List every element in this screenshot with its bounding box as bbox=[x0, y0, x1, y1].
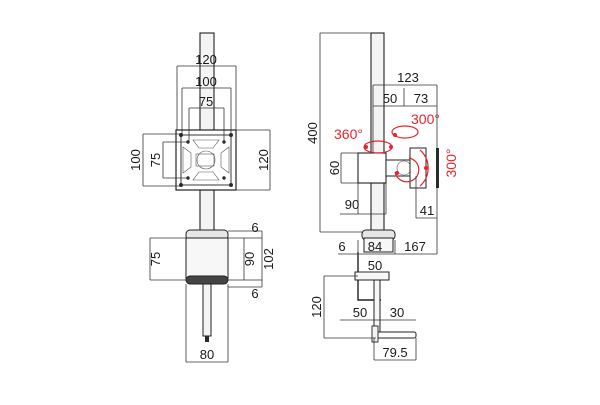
label-tilt-300-top: 300° bbox=[411, 111, 440, 127]
dim-front-width-100: 100 bbox=[195, 74, 217, 89]
dim-clamp-gap-top: 6 bbox=[251, 220, 258, 235]
side-clamp bbox=[354, 229, 417, 343]
dim-clamp-50-bottom: 50 bbox=[353, 305, 367, 320]
dim-front-height-120: 120 bbox=[256, 149, 271, 171]
dim-front-height-75: 75 bbox=[148, 153, 163, 167]
vesa-plate bbox=[175, 129, 237, 191]
front-pole-lower bbox=[199, 189, 215, 233]
dim-reach-50: 50 bbox=[383, 91, 397, 106]
dim-span-167: 167 bbox=[404, 239, 426, 254]
front-clamp bbox=[185, 229, 229, 342]
rotation-indicators bbox=[363, 125, 429, 187]
front-view: 120 100 75 100 75 120 75 6 bbox=[128, 32, 276, 363]
dim-clamp-height-120: 120 bbox=[309, 296, 324, 318]
dim-arm-height-60: 60 bbox=[327, 161, 342, 175]
dim-clamp-height-102: 102 bbox=[261, 248, 276, 270]
label-rotation-360: 360° bbox=[334, 126, 363, 142]
dim-clamp-height-90: 90 bbox=[242, 252, 257, 266]
dim-clamp-84: 84 bbox=[368, 239, 382, 254]
dim-clamp-50-top: 50 bbox=[368, 258, 382, 273]
label-tilt-300-side: 300° bbox=[443, 149, 459, 178]
dim-clamp-gap-bottom: 6 bbox=[251, 286, 258, 301]
side-pole-lower bbox=[370, 182, 385, 234]
dim-clamp-height-75: 75 bbox=[148, 252, 163, 266]
dim-height-400: 400 bbox=[305, 122, 320, 144]
dim-reach-123: 123 bbox=[397, 70, 419, 85]
dim-base-width-80: 80 bbox=[200, 347, 214, 362]
dim-front-height-100: 100 bbox=[128, 149, 143, 171]
dim-front-width-120: 120 bbox=[195, 52, 217, 67]
dim-offset-41: 41 bbox=[420, 203, 434, 218]
side-arm-head bbox=[357, 147, 439, 189]
side-view: 360° 300° 300° 123 50 73 400 60 90 41 bbox=[305, 32, 459, 361]
dim-front-width-75: 75 bbox=[199, 94, 213, 109]
dim-base-79-5: 79.5 bbox=[382, 345, 407, 360]
dim-gap-6: 6 bbox=[338, 239, 345, 254]
dim-clamp-30: 30 bbox=[390, 305, 404, 320]
dim-offset-90: 90 bbox=[345, 197, 359, 212]
dim-reach-73: 73 bbox=[414, 91, 428, 106]
